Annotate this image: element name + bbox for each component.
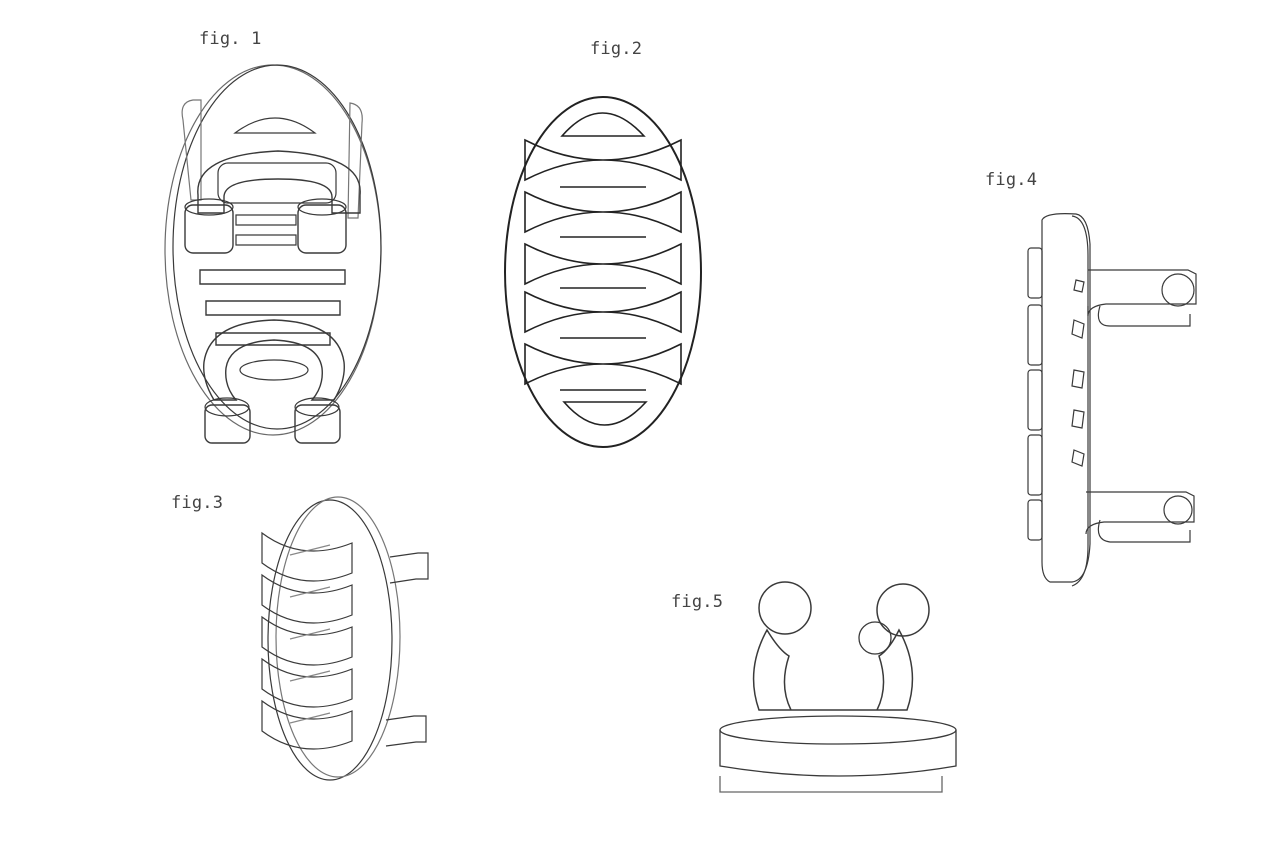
fig3-label: fig.3 — [171, 493, 224, 513]
fig3-drawing — [250, 495, 440, 795]
fig1-drawing — [150, 55, 400, 455]
fig2-label: fig.2 — [590, 39, 643, 59]
fig4-drawing — [1020, 210, 1210, 590]
fig5-label: fig.5 — [671, 592, 724, 612]
fig2-drawing — [500, 92, 710, 457]
fig5-drawing — [715, 580, 965, 805]
fig4-label: fig.4 — [985, 170, 1038, 190]
fig1-label: fig. 1 — [199, 29, 262, 49]
